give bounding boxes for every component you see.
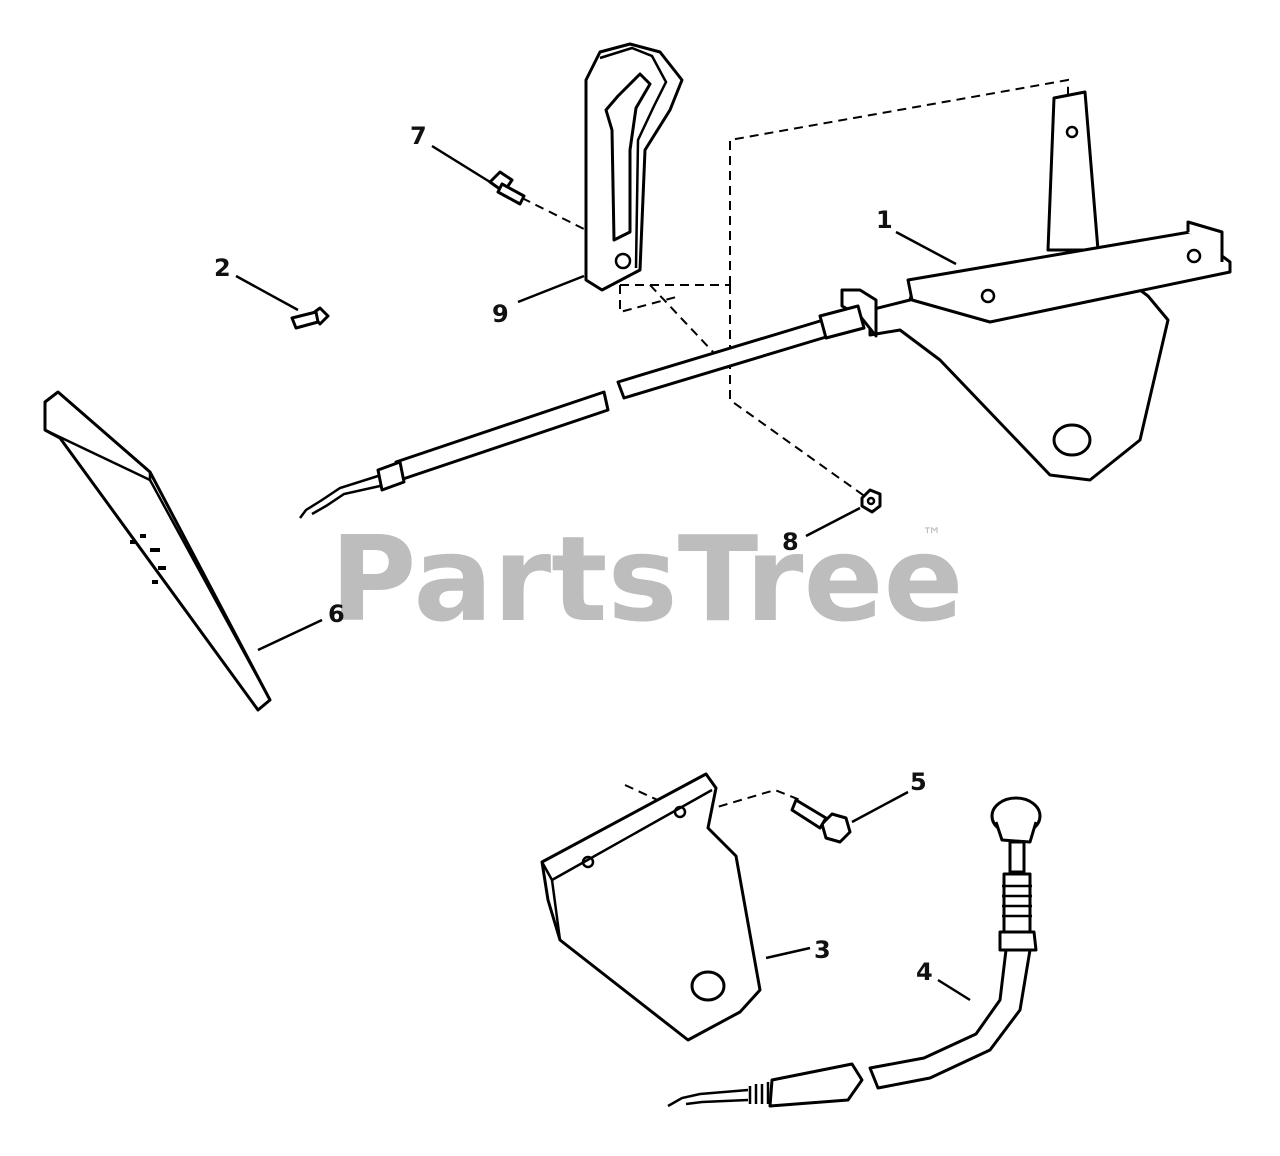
part-2-screw [290, 306, 330, 330]
part-8-nut [860, 488, 882, 514]
part-3-bracket [540, 772, 762, 1042]
callout-1: 1 [876, 206, 893, 234]
part-9-guide [584, 42, 684, 292]
callout-7: 7 [410, 122, 427, 150]
callout-4: 4 [916, 958, 933, 986]
part-7-screw [488, 170, 526, 206]
part-1-bracket [840, 90, 1232, 482]
leader-lines [235, 144, 971, 1002]
callout-5: 5 [910, 768, 927, 796]
callout-2: 2 [214, 254, 231, 282]
callout-numbers: 1 2 3 4 5 6 7 8 9 [214, 122, 933, 986]
watermark-text: PartsTree [330, 510, 964, 648]
callout-6: 6 [328, 600, 345, 628]
part-5-screw [790, 798, 852, 844]
callout-8: 8 [782, 528, 799, 556]
watermark-trademark: ™ [922, 523, 942, 547]
part-4-cable [667, 796, 1042, 1108]
control-rod [299, 304, 866, 519]
part-6-plate [43, 390, 272, 712]
callout-9: 9 [492, 300, 509, 328]
callout-3: 3 [814, 936, 831, 964]
